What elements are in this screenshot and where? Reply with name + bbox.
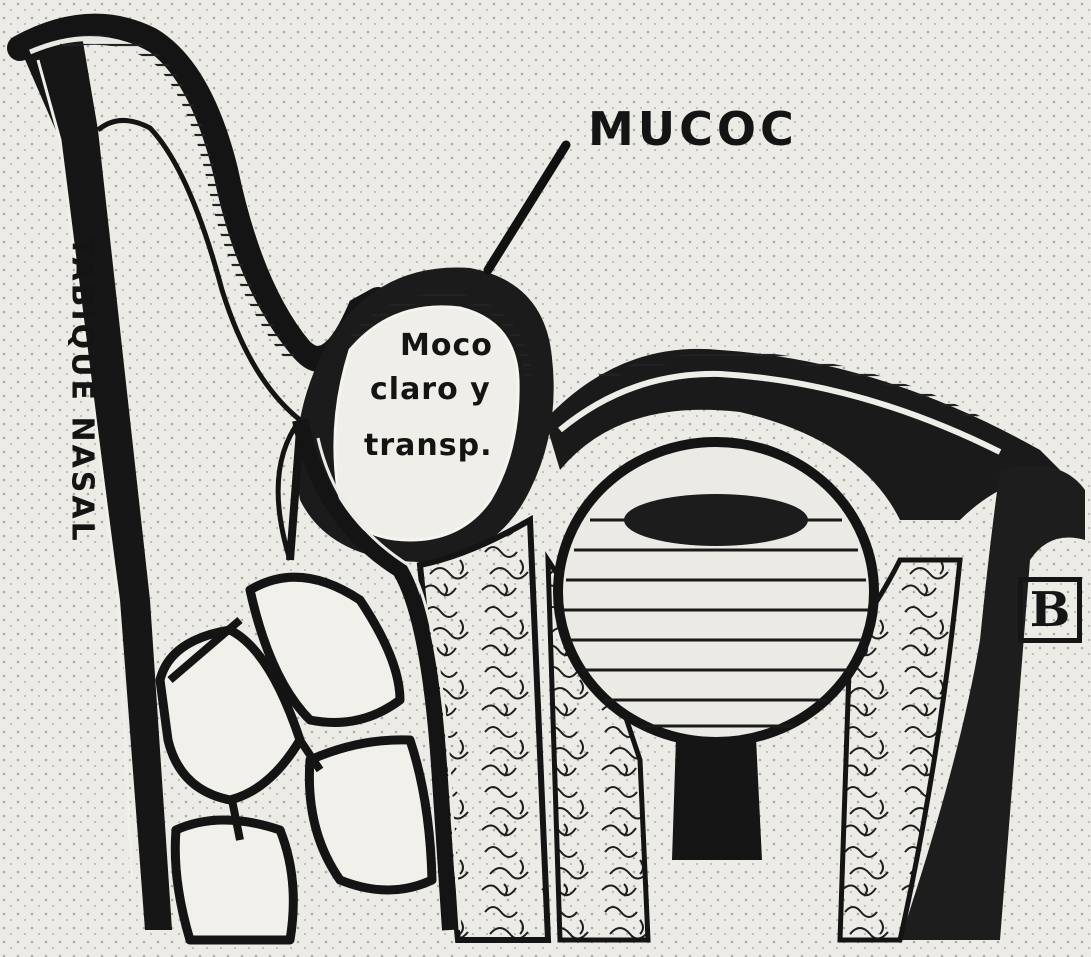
artist-monogram: B [1018,577,1082,643]
optic-nerve [672,738,762,860]
eyeball [558,442,874,742]
contents-label-line2: claro y [370,372,491,407]
contents-label-line1: Moco [400,328,493,363]
mucocele-label: MUCOC [588,102,798,156]
nasal-septum-label: TABIQUE NASAL [65,236,100,543]
lens [624,494,808,546]
ethmoid-cell [175,820,293,940]
contents-label-line3: transp. [364,428,492,463]
ethmoid-cell [309,740,432,890]
